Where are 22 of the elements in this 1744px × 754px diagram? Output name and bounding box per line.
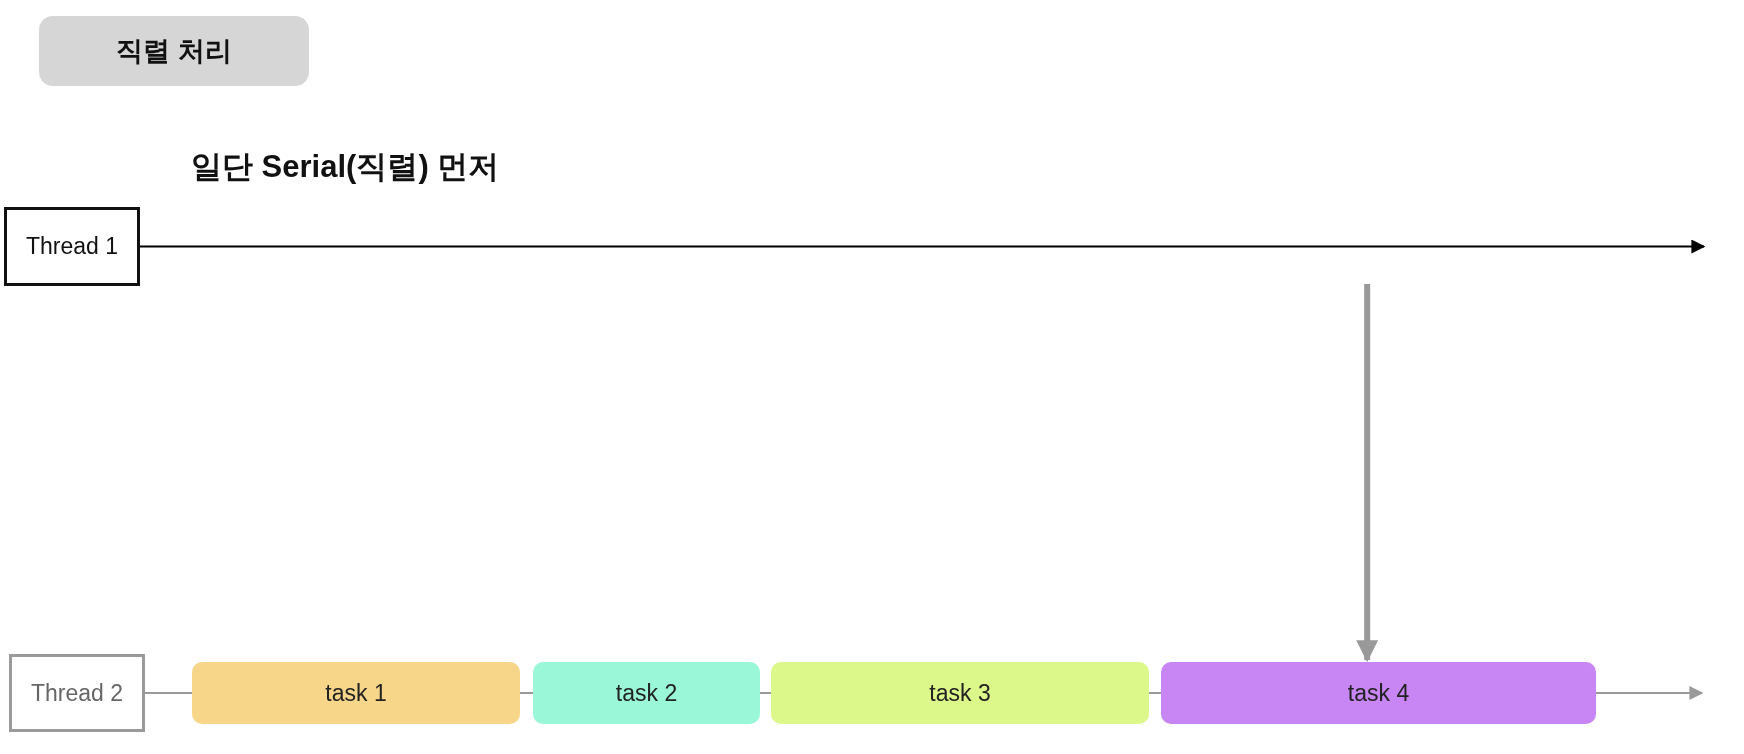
- task-box: [192, 662, 520, 724]
- thread-box: [4, 207, 140, 286]
- arrow: [1356, 284, 1379, 663]
- node-label: task 2: [615, 679, 678, 707]
- node-label: task 1: [325, 679, 387, 707]
- node-label: 직렬 처리: [116, 35, 232, 68]
- connector-line: [1148, 692, 1162, 694]
- task-box: [771, 662, 1149, 724]
- heading: 일단 Serial(직렬) 먼저: [191, 148, 500, 186]
- connector-line: [144, 692, 193, 694]
- node-label: Thread 2: [30, 679, 124, 707]
- task-box: [533, 662, 760, 724]
- connector-line: [519, 692, 534, 694]
- connector-line: [759, 692, 772, 694]
- task-box: [1161, 662, 1596, 724]
- toggle-button: [39, 16, 309, 86]
- arrow: [139, 239, 1706, 254]
- node-label: task 4: [1347, 679, 1410, 707]
- thread-box: [9, 654, 145, 732]
- arrow: [1595, 686, 1704, 700]
- node-label: Thread 1: [25, 233, 119, 260]
- node-label: task 3: [929, 679, 991, 707]
